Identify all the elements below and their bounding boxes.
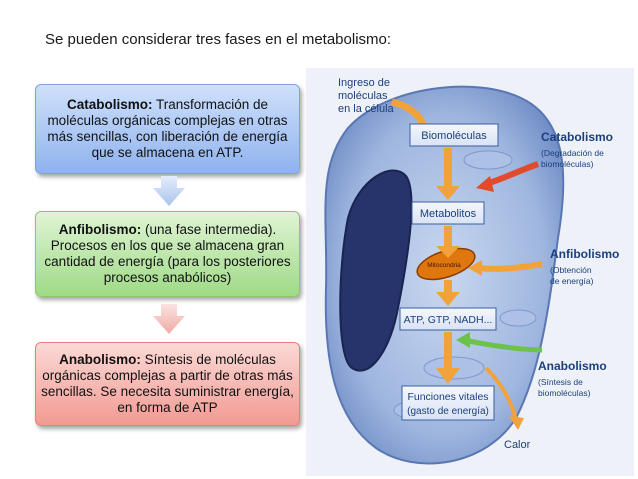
ingreso-arrow [391,98,428,128]
anfibolismo-side-title: Anfibolismo [550,247,619,261]
anabolismo-description: Síntesis de moléculas orgánicas compleja… [41,352,294,415]
nucleus [339,169,413,372]
page-heading: Se pueden considerar tres fases en el me… [45,31,392,48]
anabolismo-box: Anabolismo: Síntesis de moléculas orgáni… [35,342,300,426]
step-box-funciones [401,385,495,421]
catabolismo-box: Catabolismo: Transformación de moléculas… [35,84,300,174]
step-gasto-energia: (gasto de energía) [407,406,489,417]
down-arrow-icon [153,176,185,206]
down-arrow-icon [153,304,185,334]
arrowhead-icon [456,332,470,348]
mitocondria-label: Mitocondria [427,262,461,269]
organelle [499,309,537,327]
step-funciones-vitales: Funciones vitales [407,391,488,403]
calor-arrow [484,366,518,421]
step-box-metabolitos [411,201,485,225]
step-atp: ATP, GTP, NADH... [404,314,493,326]
anfibolismo-arrow [477,261,543,272]
arrowhead-icon [468,260,482,276]
organelle [463,150,513,170]
flow-arrows [436,148,460,384]
anfibolismo-title: Anfibolismo: [58,222,142,237]
anfibolismo-box: Anfibolismo: (una fase intermedia). Proc… [35,211,300,297]
cell-metabolism-illustration: Ingreso de moléculas en la célula Biomol… [306,68,634,476]
step-box-biomoleculas [409,123,499,147]
anabolismo-arrow [463,337,543,353]
anfibolismo-side-sub: (Obtención de energía) [550,265,594,286]
catabolismo-side-title: Catabolismo [541,130,613,144]
catabolismo-description: Transformación de moléculas orgánicas co… [47,97,288,160]
anabolismo-side-sub: (Síntesis de biomoléculas) [538,377,591,398]
step-biomoleculas: Biomoléculas [421,130,487,142]
calor-label: Calor [504,439,531,451]
catabolismo-title: Catabolismo: [66,97,153,112]
anabolismo-title: Anabolismo: [59,352,141,367]
arrowhead-icon [476,176,494,192]
arrowhead-icon [509,416,524,430]
catabolismo-side-sub: (Degradación de biomoléculas) [541,148,606,169]
step-metabolitos: Metabolitos [420,208,477,220]
ingreso-label: Ingreso de moléculas en la célula [338,77,395,115]
anfibolismo-description: (una fase intermedia). Procesos en los q… [44,222,291,285]
anabolismo-side-title: Anabolismo [538,359,607,373]
step-box-atp [399,307,497,331]
